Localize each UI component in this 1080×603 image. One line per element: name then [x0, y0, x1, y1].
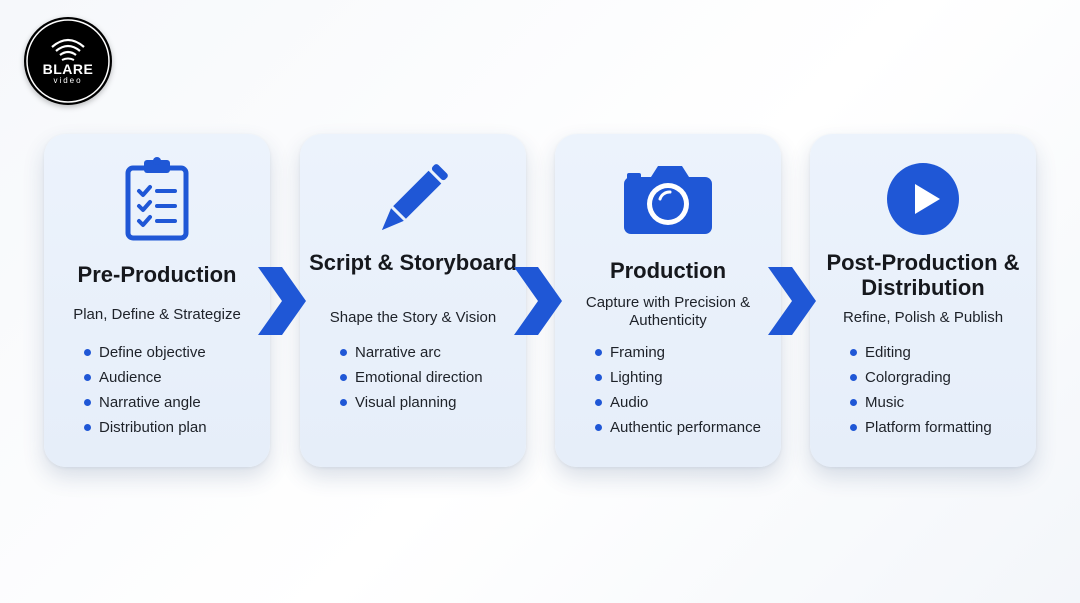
stage-item-list: Framing Lighting Audio Authentic perform… — [595, 340, 777, 440]
list-item: Narrative arc — [340, 340, 522, 365]
clipboard-checklist-icon — [44, 154, 270, 244]
stage-title: Post-Production & Distribution — [826, 250, 1020, 300]
logo-sub: video — [53, 76, 82, 85]
list-item: Narrative angle — [84, 390, 266, 415]
list-item: Distribution plan — [84, 415, 266, 440]
stage-card-pre-production: Pre-Production Plan, Define & Strategize… — [44, 134, 270, 467]
stage-item-list: Narrative arc Emotional direction Visual… — [340, 340, 522, 415]
blare-logo-icon: BLARE video — [26, 19, 110, 103]
stage-card-post-production: Post-Production & Distribution Refine, P… — [810, 134, 1036, 467]
list-item: Emotional direction — [340, 365, 522, 390]
stage-card-production: Production Capture with Precision & Auth… — [555, 134, 781, 467]
play-button-icon — [810, 154, 1036, 244]
camera-icon — [555, 154, 781, 244]
list-item: Music — [850, 390, 1032, 415]
pencil-icon — [300, 154, 526, 244]
chevron-right-icon — [768, 267, 816, 335]
list-item: Audience — [84, 365, 266, 390]
stage-subtitle: Capture with Precision & Authenticity — [585, 294, 751, 329]
stage-card-script-storyboard: Script & Storyboard Shape the Story & Vi… — [300, 134, 526, 467]
stage-subtitle: Shape the Story & Vision — [329, 309, 497, 326]
list-item: Define objective — [84, 340, 266, 365]
list-item: Colorgrading — [850, 365, 1032, 390]
stage-title: Pre-Production — [77, 262, 237, 287]
list-item: Framing — [595, 340, 777, 365]
chevron-right-icon — [258, 267, 306, 335]
chevron-right-icon — [514, 267, 562, 335]
brand-logo: BLARE video — [24, 17, 112, 105]
stage-title: Production — [609, 258, 727, 283]
stage-title: Script & Storyboard — [309, 250, 517, 275]
list-item: Visual planning — [340, 390, 522, 415]
list-item: Platform formatting — [850, 415, 1032, 440]
stage-subtitle: Refine, Polish & Publish — [842, 309, 1004, 326]
list-item: Audio — [595, 390, 777, 415]
stage-item-list: Define objective Audience Narrative angl… — [84, 340, 266, 440]
stage-item-list: Editing Colorgrading Music Platform form… — [850, 340, 1032, 440]
list-item: Editing — [850, 340, 1032, 365]
stage-subtitle: Plan, Define & Strategize — [73, 306, 241, 323]
list-item: Authentic performance — [595, 415, 777, 440]
list-item: Lighting — [595, 365, 777, 390]
logo-word: BLARE — [43, 61, 94, 77]
